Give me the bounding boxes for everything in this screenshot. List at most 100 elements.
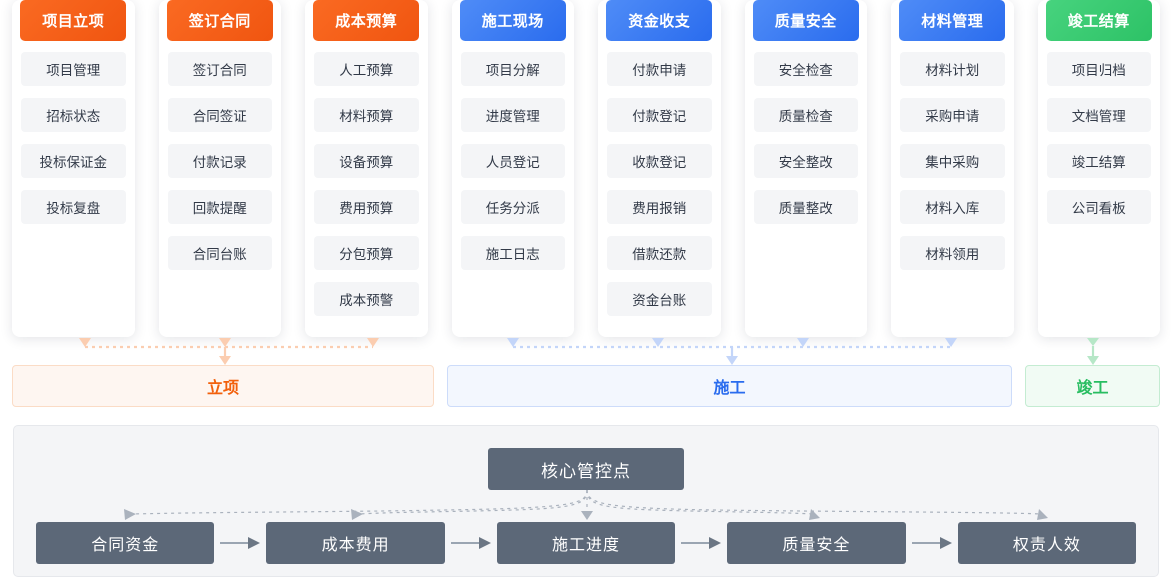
module-item[interactable]: 费用预算 <box>314 190 419 224</box>
module-item[interactable]: 人工预算 <box>314 52 419 86</box>
module-card-title-label: 施工现场 <box>481 13 544 30</box>
phase-connectors <box>79 338 1099 365</box>
module-item-label: 材料预算 <box>339 109 394 124</box>
module-card-title-tab[interactable]: 质量安全 <box>752 0 859 41</box>
module-card-title-label: 签订合同 <box>188 13 251 30</box>
module-column: 资金收支付款申请付款登记收款登记费用报销借款还款资金台账 <box>586 0 733 338</box>
core-control-arrowheads <box>124 509 1048 520</box>
module-item-label: 进度管理 <box>485 109 540 124</box>
module-item[interactable]: 付款记录 <box>167 144 272 178</box>
module-item-label: 项目管理 <box>46 63 101 78</box>
module-item[interactable]: 质量检查 <box>753 98 858 132</box>
module-item[interactable]: 付款申请 <box>607 52 712 86</box>
module-item[interactable]: 借款还款 <box>607 236 712 270</box>
connector-group-shigong <box>507 338 957 365</box>
module-item[interactable]: 材料领用 <box>900 236 1005 270</box>
module-item-list: 项目分解进度管理人员登记任务分派施工日志 <box>452 52 575 270</box>
module-item[interactable]: 人员登记 <box>460 144 565 178</box>
module-item-label: 安全整改 <box>778 155 833 170</box>
module-item-label: 合同台账 <box>192 247 247 262</box>
module-item[interactable]: 设备预算 <box>314 144 419 178</box>
module-item[interactable]: 竣工结算 <box>1046 144 1151 178</box>
module-card: 质量安全安全检查质量检查安全整改质量整改 <box>744 0 868 337</box>
connector-group-jungong <box>1087 338 1099 365</box>
module-item[interactable]: 集中采购 <box>900 144 1005 178</box>
module-card: 项目立项项目管理招标状态投标保证金投标复盘 <box>12 0 135 337</box>
module-item[interactable]: 项目分解 <box>460 52 565 86</box>
module-item[interactable]: 安全整改 <box>753 144 858 178</box>
module-card-title-tab[interactable]: 材料管理 <box>899 0 1006 41</box>
flow-box-label: 权责人效 <box>1012 537 1081 554</box>
module-card-title-tab[interactable]: 资金收支 <box>606 0 713 41</box>
flow-box[interactable]: 施工进度 <box>496 522 676 564</box>
module-item[interactable]: 文档管理 <box>1046 98 1151 132</box>
module-item-label: 设备预算 <box>339 155 394 170</box>
module-item[interactable]: 材料计划 <box>900 52 1005 86</box>
module-item-list: 安全检查质量检查安全整改质量整改 <box>745 52 868 224</box>
module-card-title-tab[interactable]: 施工现场 <box>459 0 566 41</box>
module-item[interactable]: 投标复盘 <box>21 190 126 224</box>
flow-box[interactable]: 质量安全 <box>727 522 906 564</box>
module-item[interactable]: 合同台账 <box>167 236 272 270</box>
phase-jungong-label: 竣工 <box>1076 380 1109 397</box>
flow-box[interactable]: 合同资金 <box>36 522 215 564</box>
module-item-label: 文档管理 <box>1071 109 1126 124</box>
module-item[interactable]: 质量整改 <box>753 190 858 224</box>
module-column: 签订合同签订合同合同签证付款记录回款提醒合同台账 <box>147 0 294 338</box>
phase-shigong-label: 施工 <box>713 380 746 397</box>
module-item[interactable]: 任务分派 <box>460 190 565 224</box>
module-card-title-tab[interactable]: 成本预算 <box>313 0 420 41</box>
module-columns: 项目立项项目管理招标状态投标保证金投标复盘签订合同签订合同合同签证付款记录回款提… <box>12 0 1172 338</box>
module-item[interactable]: 资金台账 <box>607 282 712 316</box>
module-item[interactable]: 合同签证 <box>167 98 272 132</box>
phase-bar-row: 立项 施工 竣工 <box>0 365 1172 407</box>
flow-box-label: 合同资金 <box>91 537 160 554</box>
module-item[interactable]: 投标保证金 <box>21 144 126 178</box>
module-item[interactable]: 分包预算 <box>314 236 419 270</box>
module-item-list: 项目管理招标状态投标保证金投标复盘 <box>12 52 135 224</box>
flow-arrow-icon <box>906 522 958 564</box>
module-column: 质量安全安全检查质量检查安全整改质量整改 <box>733 0 880 338</box>
module-item[interactable]: 收款登记 <box>607 144 712 178</box>
module-item-label: 借款还款 <box>632 247 687 262</box>
phase-lixiang-label: 立项 <box>206 380 239 397</box>
module-item-label: 投标保证金 <box>39 155 108 170</box>
module-item-label: 付款登记 <box>632 109 687 124</box>
module-item[interactable]: 材料入库 <box>900 190 1005 224</box>
module-item[interactable]: 项目管理 <box>21 52 126 86</box>
module-item[interactable]: 签订合同 <box>167 52 272 86</box>
module-item[interactable]: 回款提醒 <box>167 190 272 224</box>
module-column: 竣工结算项目归档文档管理竣工结算公司看板 <box>1026 0 1172 338</box>
module-card-title-label: 竣工结算 <box>1067 13 1130 30</box>
flow-box[interactable]: 权责人效 <box>957 522 1137 564</box>
module-card-title-label: 项目立项 <box>42 13 105 30</box>
module-item-label: 竣工结算 <box>1071 155 1126 170</box>
module-item[interactable]: 招标状态 <box>21 98 126 132</box>
module-card-title-tab[interactable]: 项目立项 <box>20 0 127 41</box>
module-item-label: 项目归档 <box>1071 63 1126 78</box>
module-item[interactable]: 成本预警 <box>314 282 419 316</box>
module-item[interactable]: 进度管理 <box>460 98 565 132</box>
module-item[interactable]: 项目归档 <box>1046 52 1151 86</box>
core-control-point-box[interactable]: 核心管控点 <box>488 448 684 490</box>
module-item[interactable]: 付款登记 <box>607 98 712 132</box>
phase-jungong[interactable]: 竣工 <box>1025 365 1160 407</box>
flow-box[interactable]: 成本费用 <box>266 522 445 564</box>
phase-lixiang[interactable]: 立项 <box>12 365 434 407</box>
module-item[interactable]: 施工日志 <box>460 236 565 270</box>
module-item-label: 人工预算 <box>339 63 394 78</box>
module-item-label: 材料领用 <box>925 247 980 262</box>
module-item[interactable]: 公司看板 <box>1046 190 1151 224</box>
flow-arrow-icon <box>445 522 497 564</box>
module-item[interactable]: 费用报销 <box>607 190 712 224</box>
module-item-label: 质量检查 <box>778 109 833 124</box>
module-item-label: 材料计划 <box>925 63 980 78</box>
module-item[interactable]: 材料预算 <box>314 98 419 132</box>
module-card-title-tab[interactable]: 竣工结算 <box>1045 0 1152 41</box>
phase-shigong[interactable]: 施工 <box>447 365 1012 407</box>
module-column: 成本预算人工预算材料预算设备预算费用预算分包预算成本预警 <box>293 0 440 338</box>
module-item[interactable]: 采购申请 <box>900 98 1005 132</box>
module-item[interactable]: 安全检查 <box>753 52 858 86</box>
module-card-title-tab[interactable]: 签订合同 <box>166 0 273 41</box>
